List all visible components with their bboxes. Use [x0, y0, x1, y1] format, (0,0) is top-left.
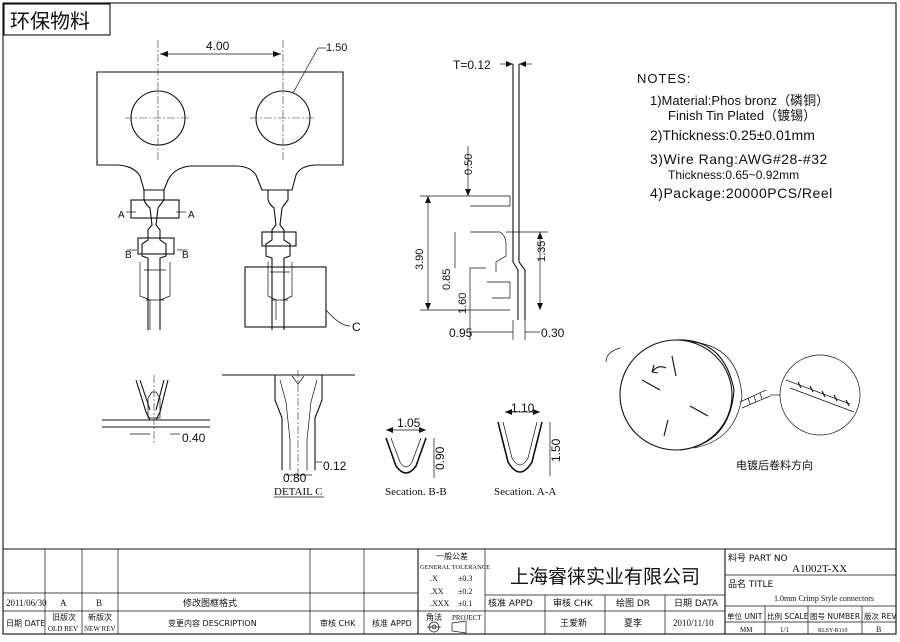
note-material: 1)Material:Phos bronz（磷铜） [650, 93, 829, 108]
part-no-label: 料号 PART NO [728, 552, 788, 564]
unit-value: MM [740, 626, 753, 634]
projection-symbol-icon [427, 620, 467, 634]
dim-1-60: 1.60 [457, 293, 469, 314]
dr-name: 夏李 [624, 617, 642, 629]
col-chk: 审核 CHK [320, 618, 356, 628]
col-old-rev-en: OLD REV [48, 625, 78, 633]
company-name: 上海睿徕实业有限公司 [510, 566, 700, 588]
note-finish: Finish Tin Plated（镀锡） [668, 108, 816, 123]
front-view: 0.40 [102, 375, 210, 445]
dim-0-90: 0.90 [433, 446, 447, 470]
dim-1-05: 1.05 [397, 416, 421, 430]
detail-c-callout: C [352, 320, 361, 334]
history-new-rev: B [96, 598, 102, 608]
reel-direction-caption: 电镀后卷料方向 [736, 458, 813, 472]
tolerance-title: 一般公差 [436, 551, 468, 561]
note-package: 4)Package:20000PCS/Reel [650, 185, 833, 201]
angle-label: 角法 [426, 612, 442, 622]
dim-0-40: 0.40 [182, 431, 206, 445]
dim-0-50: 0.50 [463, 154, 475, 175]
dim-0-12: 0.12 [323, 459, 347, 473]
dim-0-80: 0.80 [283, 471, 307, 485]
detail-c-box [244, 266, 327, 328]
rev-label: 版次 REV [864, 611, 897, 621]
detail-c-view: 0.80 0.12 DETAIL C [222, 370, 355, 498]
tolerance-xx: .XX [430, 587, 444, 596]
dim-0-95: 0.95 [449, 326, 473, 340]
dim-1-50-section: 1.50 [549, 438, 563, 462]
part-no-value: A1002T-XX [792, 563, 847, 575]
eco-material-label: 环保物料 [10, 9, 90, 33]
chk-label: 审核 CHK [553, 597, 594, 609]
unit-label: 单位 UNIT [727, 611, 763, 621]
number-value: RLSY-R110 [818, 628, 847, 634]
top-view: 4.00 1.50 A A B B C [96, 39, 361, 334]
tolerance-x: .X [430, 574, 438, 583]
hole-dimension: 1.50 [326, 42, 347, 54]
col-old-rev-cn: 旧版次 [52, 612, 76, 622]
section-bb-view: 1.05 0.90 Secation. B-B [385, 416, 447, 498]
note-wire-thickness: Thickness:0.65~0.92mm [668, 168, 799, 182]
section-a-mark-right: A [188, 210, 195, 221]
appd-label: 核准 APPD [488, 597, 533, 609]
col-appd: 核准 APPD [372, 618, 412, 628]
history-date: 2011/06/30 [6, 598, 47, 608]
reel-illustration: 电镀后卷料方向 [605, 339, 861, 472]
dim-1-35: 1.35 [536, 241, 548, 262]
rev-value: B [876, 625, 881, 634]
note-thickness: 2)Thickness:0.25±0.01mm [650, 127, 815, 143]
history-description: 修改图框格式 [183, 597, 237, 609]
section-bb-title: Secation. B-B [385, 486, 447, 498]
section-aa-title: Secation. A-A [494, 486, 556, 498]
thickness-dimension: T=0.12 [453, 58, 491, 72]
col-new-rev-cn: 新版次 [88, 612, 112, 622]
col-date: 日期 DATE [6, 619, 45, 628]
detail-c-title: DETAIL C [274, 486, 323, 498]
tolerance-x-value: ±0.3 [458, 574, 472, 583]
col-description: 变更内容 DESCRIPTION [168, 618, 257, 628]
history-old-rev: A [60, 598, 67, 608]
dim-0-30: 0.30 [541, 326, 565, 340]
section-b-mark-left: B [125, 250, 132, 261]
dr-label: 绘图 DR [616, 597, 650, 609]
section-aa-view: 1.10 1.50 Secation. A-A [494, 401, 563, 498]
title-label: 品名 TITLE [728, 578, 774, 590]
number-label: 图号 NUMBER [810, 612, 860, 621]
notes-heading: NOTES: [637, 71, 691, 86]
title-value: 1.0mm Crimp Style connectors [774, 594, 874, 603]
pitch-dimension: 4.00 [206, 39, 230, 53]
section-a-mark-left: A [118, 210, 125, 221]
tolerance-subtitle: GENERAL TOLERANCE [420, 564, 490, 571]
scale-value: 1/1 [780, 626, 789, 634]
dim-3-90: 3.90 [414, 249, 426, 270]
dim-0-85: 0.85 [441, 269, 453, 290]
dim-1-10: 1.10 [511, 401, 535, 415]
notes-block: NOTES: 1)Material:Phos bronz（磷铜） Finish … [637, 71, 833, 201]
title-block: 2011/06/30 A B 修改图框格式 日期 DATE 旧版次 OLD RE… [3, 548, 897, 634]
side-view: T=0.12 0.50 3.90 0.85 1.60 1.35 0.95 0.3… [414, 58, 565, 340]
projection-label: PROJECT [452, 614, 482, 622]
section-b-mark-right: B [182, 250, 189, 261]
date-value: 2010/11/10 [673, 618, 714, 628]
date-label: 日期 DATA [674, 598, 719, 609]
tolerance-xxx: .XXX [430, 599, 450, 608]
scale-label: 比例 SCALE [767, 611, 809, 621]
note-wire-range: 3)Wire Rang:AWG#28-#32 [650, 151, 828, 167]
col-new-rev-en: NEW REV [84, 625, 116, 633]
tolerance-xx-value: ±0.2 [458, 587, 472, 596]
eco-material-box: 环保物料 [3, 3, 111, 36]
chk-name: 王爱新 [560, 617, 587, 629]
tolerance-xxx-value: ±0.1 [458, 599, 472, 608]
